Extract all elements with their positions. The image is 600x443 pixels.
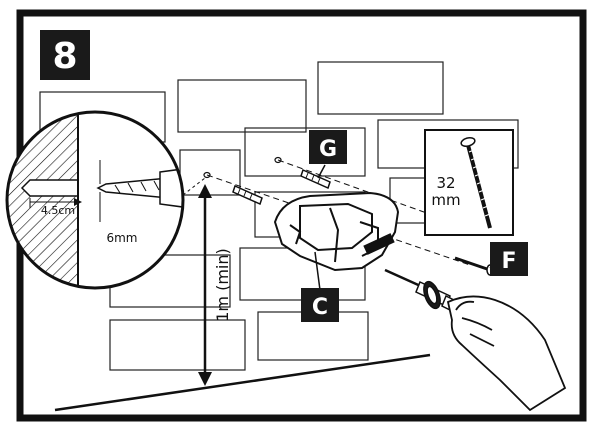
drill-diameter-label: 6mm	[106, 231, 137, 245]
plug-leader	[317, 164, 326, 179]
label-c: C	[301, 288, 339, 322]
label-g-text: G	[319, 137, 337, 162]
label-c-text: C	[312, 295, 328, 320]
label-f: F	[490, 242, 528, 276]
screw-length-value: 32	[436, 174, 455, 192]
bracket-leader	[314, 251, 321, 291]
lens-connector	[182, 177, 206, 196]
label-f-text: F	[501, 249, 516, 274]
magnifier-lens: 4.5cm 6mm	[5, 110, 185, 290]
floor-line	[54, 353, 431, 412]
screw-part	[454, 256, 494, 276]
height-dimension: 1m (min)	[198, 184, 232, 386]
screw-length-unit: mm	[431, 191, 460, 209]
bracket	[273, 191, 400, 272]
drill-depth-label: 4.5cm	[41, 204, 75, 217]
wall-holes	[203, 156, 282, 179]
step-badge: 8	[40, 30, 90, 80]
label-g: G	[309, 130, 347, 164]
hand-illustration	[446, 295, 567, 412]
alignment-lines	[206, 159, 481, 266]
step-number: 8	[52, 36, 77, 77]
height-label: 1m (min)	[213, 248, 232, 322]
wall-plug-lower	[232, 184, 263, 206]
wall-plug-upper	[300, 168, 331, 190]
screw-inset: 32 mm	[424, 129, 514, 236]
